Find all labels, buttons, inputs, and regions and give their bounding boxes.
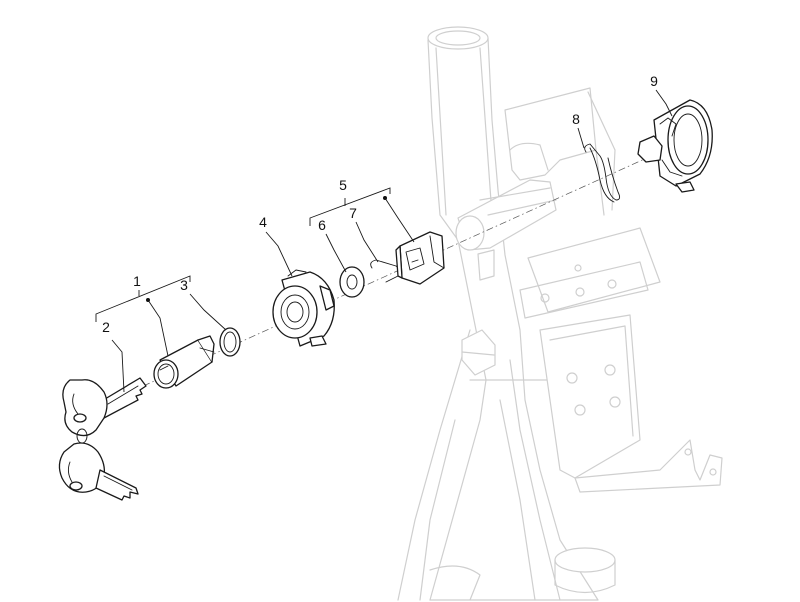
callout-7: 7 xyxy=(349,205,357,221)
o-ring xyxy=(219,327,241,357)
leader-lines xyxy=(95,89,673,393)
lock-cylinder xyxy=(153,335,215,389)
callout-6: 6 xyxy=(318,217,326,233)
callout-2: 2 xyxy=(102,319,110,335)
spring-clip xyxy=(370,259,401,283)
retaining-clip xyxy=(584,143,621,203)
callout-4: 4 xyxy=(259,214,267,230)
washer xyxy=(339,266,365,298)
keys xyxy=(58,377,147,501)
callout-8: 8 xyxy=(572,111,580,127)
callout-3: 3 xyxy=(180,277,188,293)
frame-steering-column xyxy=(397,26,723,601)
callout-1: 1 xyxy=(133,273,141,289)
lock-housing xyxy=(272,269,335,347)
callout-9: 9 xyxy=(650,73,658,89)
lock-latch xyxy=(395,231,445,285)
assembly-axis xyxy=(129,151,661,393)
callout-5: 5 xyxy=(339,177,347,193)
lock-cover xyxy=(637,99,713,193)
callouts: 1 2 3 4 5 6 7 8 9 xyxy=(102,73,658,335)
